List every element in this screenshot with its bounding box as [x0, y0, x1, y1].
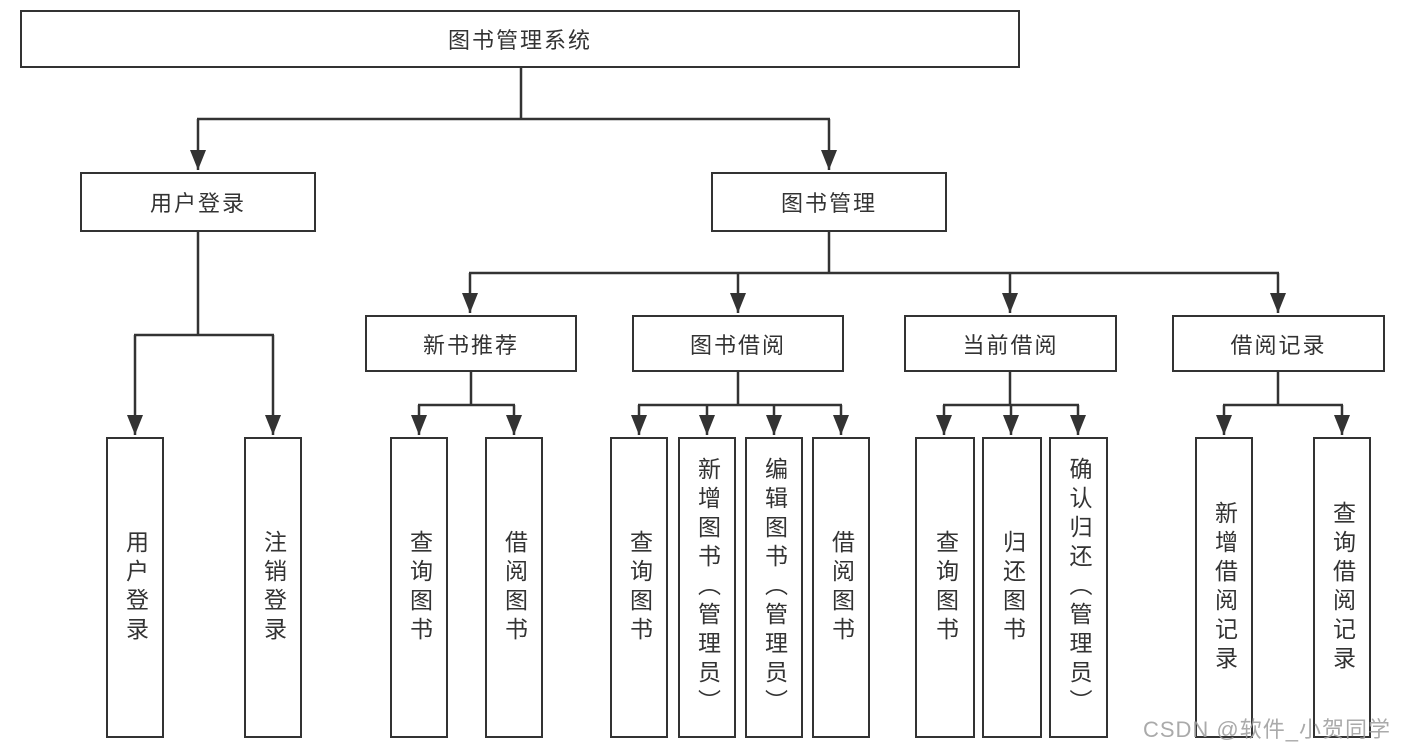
- node-new-book-recommend-label: 新书推荐: [422, 332, 519, 358]
- node-leaf-confirm-return-admin: 确认归还（管理员）: [1049, 437, 1108, 738]
- node-borrow-records: 借阅记录: [1172, 315, 1385, 372]
- node-current-borrow-label: 当前借阅: [962, 332, 1059, 358]
- node-book-management: 图书管理: [711, 172, 947, 232]
- node-leaf-borrow-books-label: 借阅图书: [828, 529, 855, 646]
- node-root-label: 图书管理系统: [447, 28, 592, 53]
- node-leaf-query-borrow-record: 查询借阅记录: [1313, 437, 1371, 738]
- node-leaf-add-books-admin: 新增图书（管理员）: [678, 437, 736, 738]
- node-user-login: 用户登录: [80, 172, 316, 232]
- node-leaf-add-borrow-record-label: 新增借阅记录: [1211, 500, 1238, 675]
- node-leaf-add-books-admin-label: 新增图书（管理员）: [694, 457, 721, 718]
- node-leaf-query-books-recommend-label: 查询图书: [406, 529, 433, 646]
- node-leaf-query-books-borrow: 查询图书: [610, 437, 668, 738]
- node-leaf-return-books: 归还图书: [982, 437, 1042, 738]
- node-current-borrow: 当前借阅: [904, 315, 1117, 372]
- node-book-borrow-label: 图书借阅: [689, 332, 786, 358]
- node-book-management-label: 图书管理: [780, 191, 877, 216]
- node-leaf-edit-books-admin: 编辑图书（管理员）: [745, 437, 803, 738]
- node-leaf-query-books-recommend: 查询图书: [390, 437, 448, 738]
- node-leaf-user-login-label: 用户登录: [122, 529, 149, 646]
- watermark: CSDN @软件_小贺同学: [1143, 712, 1391, 744]
- connector-group: [127, 68, 1350, 435]
- node-root: 图书管理系统: [20, 10, 1020, 68]
- node-leaf-borrow-books-recommend: 借阅图书: [485, 437, 543, 738]
- node-borrow-records-label: 借阅记录: [1230, 332, 1327, 358]
- node-leaf-query-books-borrow-label: 查询图书: [626, 529, 653, 646]
- node-leaf-return-books-label: 归还图书: [999, 529, 1026, 646]
- node-leaf-add-borrow-record: 新增借阅记录: [1195, 437, 1253, 738]
- node-leaf-logout-label: 注销登录: [260, 529, 287, 646]
- node-leaf-confirm-return-admin-label: 确认归还（管理员）: [1066, 457, 1092, 718]
- node-leaf-borrow-books: 借阅图书: [812, 437, 870, 738]
- node-leaf-borrow-books-recommend-label: 借阅图书: [501, 529, 528, 646]
- node-leaf-edit-books-admin-label: 编辑图书（管理员）: [761, 457, 788, 718]
- node-leaf-query-books-current-label: 查询图书: [932, 529, 959, 646]
- node-book-borrow: 图书借阅: [632, 315, 844, 372]
- watermark-text: CSDN @软件_小贺同学: [1142, 717, 1391, 742]
- node-leaf-logout: 注销登录: [244, 437, 302, 738]
- node-leaf-user-login: 用户登录: [106, 437, 164, 738]
- node-new-book-recommend: 新书推荐: [365, 315, 577, 372]
- node-leaf-query-borrow-record-label: 查询借阅记录: [1329, 500, 1356, 675]
- node-leaf-query-books-current: 查询图书: [915, 437, 975, 738]
- node-user-login-label: 用户登录: [149, 191, 246, 216]
